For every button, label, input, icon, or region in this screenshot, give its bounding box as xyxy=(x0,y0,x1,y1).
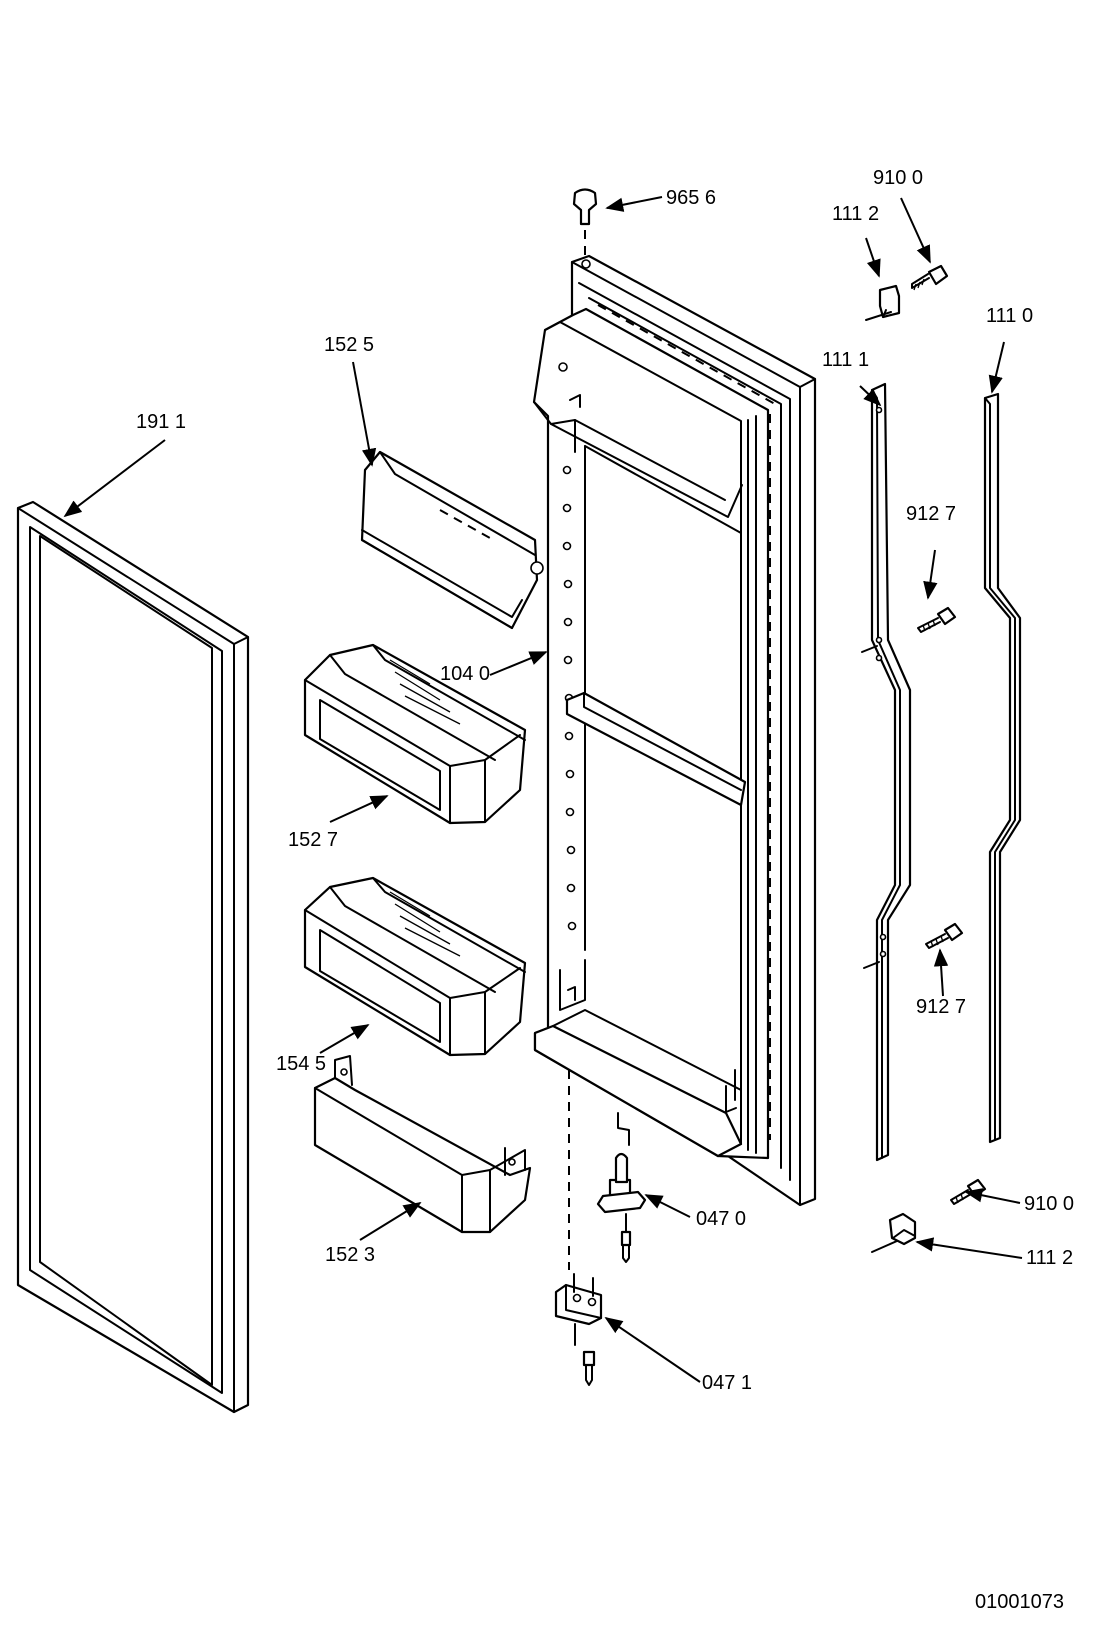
part-label: 910 0 xyxy=(1024,1193,1075,1215)
screw-lower xyxy=(925,922,964,949)
part-label: 910 0 xyxy=(873,167,924,189)
part-label: 111 2 xyxy=(1026,1247,1074,1269)
part-label: 152 3 xyxy=(325,1244,376,1266)
part-label: 047 1 xyxy=(702,1372,753,1394)
part-label: 912 7 xyxy=(906,503,957,525)
part-label: 111 0 xyxy=(986,305,1034,327)
part-label: 111 1 xyxy=(822,349,870,371)
door-shelf-top xyxy=(360,450,544,630)
door-gasket xyxy=(16,500,250,1414)
drawing-number: 01001073 xyxy=(975,1591,1064,1613)
part-label: 191 1 xyxy=(136,411,187,433)
trim-cap-bottom xyxy=(871,1212,917,1253)
part-label: 152 5 xyxy=(324,334,375,356)
trim-cap-top xyxy=(865,284,901,321)
door-rail-bottom xyxy=(313,1055,532,1234)
leader-lines xyxy=(63,196,1023,1383)
door-bin-lower xyxy=(303,876,527,1057)
part-label: 047 0 xyxy=(696,1208,747,1230)
shelf-peg-holes xyxy=(562,465,577,931)
part-label: 912 7 xyxy=(916,996,967,1018)
door-bin-upper xyxy=(303,643,527,825)
screw-top xyxy=(911,264,949,291)
screw-upper xyxy=(917,606,957,633)
door-liner xyxy=(532,254,817,1207)
plug-part xyxy=(572,188,598,269)
hinge-bracket-part xyxy=(554,1070,603,1386)
part-label: 111 2 xyxy=(832,203,880,225)
part-label: 965 6 xyxy=(666,187,717,209)
part-label: 104 0 xyxy=(440,663,491,685)
trim-strip-inner xyxy=(861,382,912,1162)
part-label: 152 7 xyxy=(288,829,339,851)
hinge-pin-part xyxy=(596,1112,647,1263)
trim-strip-outer xyxy=(983,392,1022,1144)
part-label: 154 5 xyxy=(276,1053,327,1075)
